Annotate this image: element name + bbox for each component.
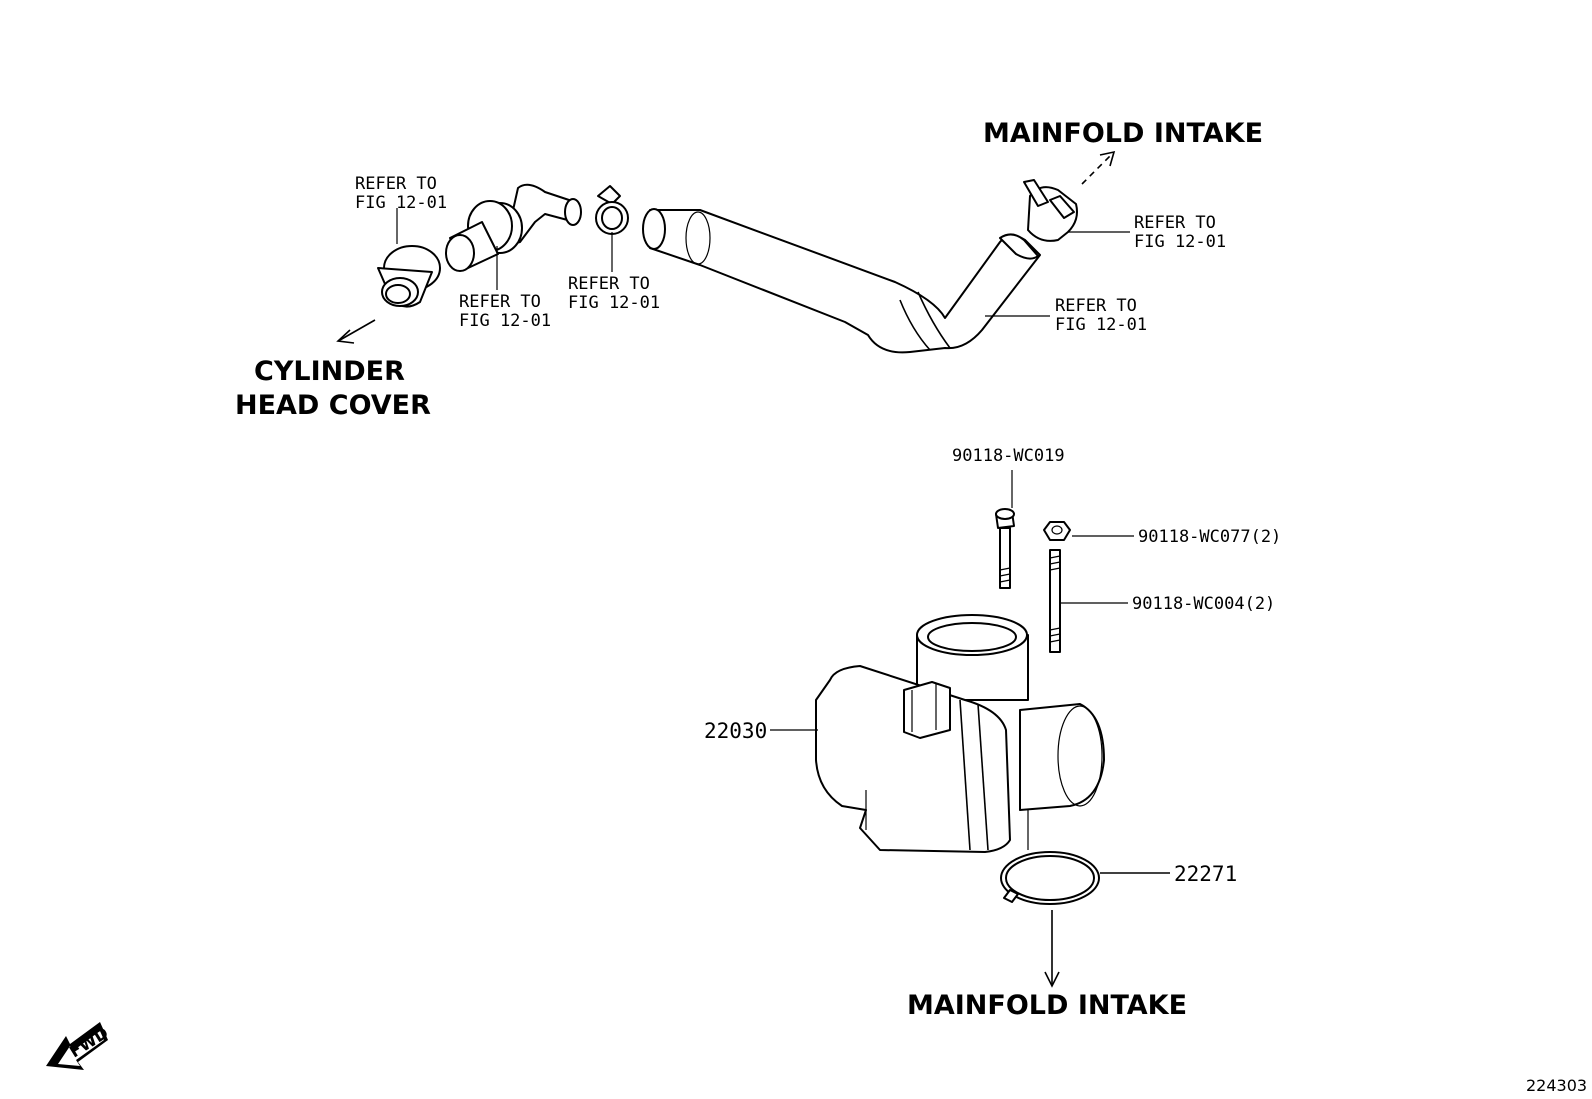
hose-clamp-right [1023,179,1078,242]
leader-lines-upper [396,208,1130,317]
nut [1043,521,1071,541]
refer-label-pcv: REFER TO FIG 12-01 [459,292,551,331]
mainfold-intake-top-label: MAINFOLD INTAKE [983,118,1263,149]
part-number-gasket: 22271 [1174,862,1237,886]
part-number-nut: 90118-WC077(2) [1138,527,1281,547]
part-number-bolt: 90118-WC019 [952,446,1065,466]
part-number-stud: 90118-WC004(2) [1132,594,1275,614]
figure-id: 224303 [1526,1076,1587,1095]
throttle-body [815,614,1105,853]
fwd-arrow-icon: FWD [46,1022,112,1070]
refer-label-hose: REFER TO FIG 12-01 [1055,296,1147,335]
cylinder-head-cover-label: CYLINDER HEAD COVER [235,356,431,421]
refer-label-clamp-right: REFER TO FIG 12-01 [1134,213,1226,252]
stud [1049,549,1061,653]
arrow-to-cylinder-head [336,319,376,344]
ventilation-hose [642,208,1041,354]
bolt [995,508,1015,589]
hose-clamp-small [595,185,629,235]
pcv-valve [445,183,582,272]
mainfold-intake-bottom-label: MAINFOLD INTAKE [907,990,1187,1021]
leader-lines-lower [770,470,1170,874]
arrow-to-intake-bottom [1044,910,1060,988]
gasket-ring [1000,851,1100,905]
fwd-label: FWD [66,1023,112,1061]
grommet [377,245,441,308]
refer-label-clamp: REFER TO FIG 12-01 [568,274,660,313]
refer-label-grommet: REFER TO FIG 12-01 [355,174,447,213]
arrow-to-intake-top [1081,150,1116,185]
part-number-throttle-body: 22030 [704,719,767,743]
